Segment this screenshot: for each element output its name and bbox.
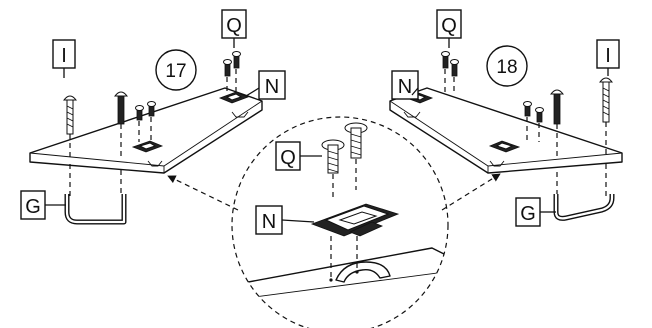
svg-text:N: N	[265, 76, 279, 98]
right-bolt	[598, 77, 614, 155]
left-top-screws	[223, 51, 241, 94]
svg-text:Q: Q	[226, 15, 242, 37]
right-label-screw: Q	[436, 9, 462, 48]
svg-text:I: I	[61, 45, 67, 67]
detail-label-screw: Q	[275, 141, 322, 171]
right-assembly: I 18 Q N G	[389, 9, 623, 227]
detail-label-bracket: N	[255, 205, 315, 235]
left-front-bracket	[131, 140, 164, 153]
detail-view: Q N	[231, 116, 449, 328]
svg-text:18: 18	[496, 57, 517, 78]
svg-text:G: G	[25, 196, 41, 218]
right-label-bolt: I	[596, 39, 620, 76]
right-board	[389, 87, 623, 174]
left-label-screw: Q	[221, 9, 247, 48]
svg-text:G: G	[520, 203, 536, 225]
detail-screw-1	[321, 139, 345, 200]
left-board-screws	[135, 101, 156, 142]
svg-text:Q: Q	[280, 147, 296, 169]
left-label-handle: G	[20, 190, 66, 220]
svg-text:17: 17	[165, 61, 186, 82]
left-bolt	[62, 95, 78, 160]
left-handle	[64, 164, 127, 225]
right-dowel	[549, 89, 565, 160]
left-label-bracket: N	[245, 70, 286, 100]
left-dowel	[113, 91, 129, 158]
svg-text:I: I	[605, 45, 611, 67]
right-handle	[553, 164, 615, 221]
left-assembly: I 17 Q N G	[20, 9, 286, 225]
left-step-number: 17	[155, 49, 197, 91]
left-label-bolt: I	[52, 39, 76, 78]
right-label-handle: G	[515, 197, 556, 227]
right-board-screws	[523, 101, 544, 142]
svg-text:N: N	[262, 211, 276, 233]
detail-bracket	[310, 203, 400, 237]
svg-text:Q: Q	[441, 15, 457, 37]
svg-text:N: N	[398, 76, 412, 98]
right-top-screws	[441, 51, 459, 94]
detail-arrows	[167, 173, 501, 211]
left-board	[29, 87, 263, 174]
right-label-bracket: N	[391, 70, 419, 100]
detail-screw-2	[344, 122, 368, 190]
left-rear-bracket	[218, 91, 250, 104]
right-front-bracket	[488, 140, 521, 153]
right-step-number: 18	[486, 45, 528, 87]
